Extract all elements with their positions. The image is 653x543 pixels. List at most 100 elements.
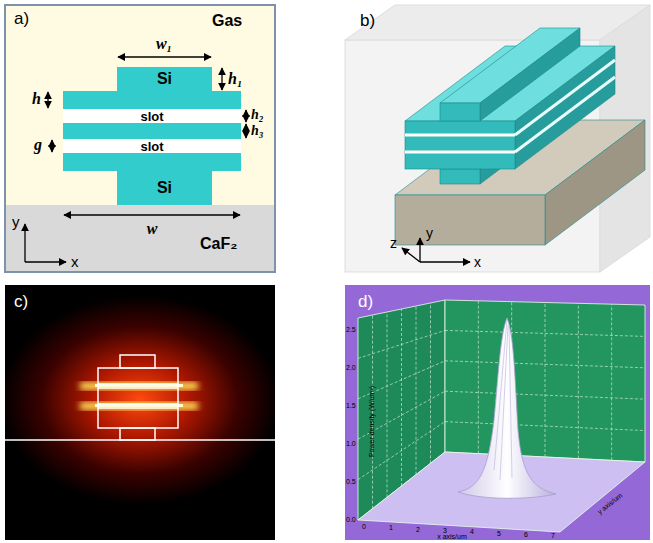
panel-d-shape-shape	[578, 303, 579, 458]
panel-a-shape	[63, 139, 241, 153]
panel-b-shape	[545, 120, 645, 245]
tick-label: 0.5	[346, 478, 356, 485]
tick-label: 0.0	[346, 516, 356, 523]
panel-a-shape-shape	[47, 92, 48, 108]
panel-d-shape-shape	[478, 301, 479, 454]
axes-b-shape	[420, 261, 470, 262]
panel-c-shape-shape	[98, 383, 178, 385]
axis-title: y axis/um	[596, 492, 624, 516]
panel-letter: b)	[360, 12, 375, 29]
panel-c	[5, 285, 275, 540]
panel-a-shape-shape	[64, 214, 240, 215]
tick-label: 1	[389, 524, 393, 531]
panel-d-shape-shape	[611, 304, 612, 460]
panel-d-shape-shape	[358, 330, 445, 358]
tick-label: 6	[524, 531, 528, 538]
panel-a-shape	[5, 5, 275, 205]
panel-d-shape-shape	[545, 303, 546, 458]
tick-label: 2.5	[346, 326, 356, 333]
panel-d-shape-shape	[445, 330, 645, 336]
layer-label: slot	[140, 140, 163, 153]
panel-c-shape-shape	[98, 407, 178, 409]
axis-title: Power density (W/um²)	[369, 386, 376, 457]
axis-label: x	[71, 254, 79, 269]
panel-b-shape	[515, 60, 615, 135]
tick-label: 4	[470, 528, 474, 535]
axis-label: z	[390, 236, 397, 250]
panel-d-shape-shape	[445, 422, 645, 431]
panel-b-shape	[405, 151, 515, 154]
panel-d-shape-shape	[445, 361, 645, 368]
panel-d-shape-shape	[430, 303, 431, 463]
panel-d-shape	[494, 320, 512, 480]
tick-label: 2	[416, 526, 420, 533]
dimension-label: w₁	[156, 36, 172, 52]
panel-a-shape-shape	[117, 67, 212, 91]
tick-label: 0	[362, 523, 366, 530]
dimension-label: h	[32, 91, 41, 107]
panel-a-shape-shape	[118, 56, 211, 57]
dimension-label: w	[147, 221, 158, 237]
tick-label: 5	[497, 530, 501, 537]
tick-label: 1.5	[346, 402, 356, 409]
panel-c-shape-shape	[98, 368, 178, 428]
dimension-label: h₃	[251, 124, 264, 138]
panel-d-shape	[445, 300, 645, 462]
panel-c-shape-shape	[120, 355, 155, 368]
panel-d-shape-shape	[401, 309, 402, 486]
dimension-label: h₁	[228, 71, 242, 87]
axes-b	[402, 238, 470, 262]
panel-a-shape-shape	[245, 110, 246, 122]
panel-a	[5, 5, 275, 272]
panel-a-shape-shape	[51, 140, 52, 152]
substrate-label: CaF₂	[200, 236, 237, 252]
panel-a-shape	[25, 224, 66, 262]
layer-label: Si	[157, 180, 172, 196]
axis-title: x axis/um	[437, 533, 467, 540]
panel-letter: d)	[358, 293, 373, 310]
panel-a-shape-shape	[117, 171, 212, 205]
panel-c-shape	[5, 295, 275, 505]
panel-a-shape-shape	[24, 224, 25, 262]
panel-a-shape-shape	[221, 68, 222, 90]
axis-label: y	[12, 214, 20, 229]
panel-b-shape	[405, 121, 515, 169]
panel-a-shape	[48, 57, 246, 215]
panel-a-shape-shape	[63, 91, 241, 109]
panel-a-shape	[5, 205, 275, 272]
panel-d	[345, 285, 650, 540]
panel-a-shape	[63, 109, 241, 123]
axis-label: y	[426, 226, 433, 240]
panel-c-shape	[95, 384, 183, 387]
panel-d-shape	[458, 318, 556, 498]
dimension-label: g	[34, 137, 42, 153]
medium-label: Gas	[212, 13, 242, 29]
panel-a-shape-shape	[25, 261, 66, 262]
panel-d-shape	[358, 301, 645, 509]
si-layer: Si	[117, 171, 212, 205]
tick-label: 1.0	[346, 440, 356, 447]
si-layer: Si	[117, 67, 212, 91]
panel-b-shape	[440, 103, 480, 121]
panel-c-shape	[95, 404, 183, 407]
axes-b-shape	[419, 238, 420, 262]
layer-label: slot	[140, 110, 163, 123]
panel-d-shape	[345, 285, 650, 540]
panel-a-shape-shape	[63, 123, 241, 139]
panel-c-shape	[5, 355, 275, 440]
dimension-label: h₂	[251, 108, 264, 122]
panel-b-shape	[515, 77, 615, 152]
layer-label: Si	[157, 71, 172, 87]
panel-d-shape-shape	[387, 312, 388, 497]
panel-d-shape-shape	[445, 391, 645, 399]
panel-b-shape	[440, 169, 480, 184]
panel-a-shape-shape	[245, 124, 246, 138]
panel-letter: c)	[14, 293, 28, 310]
panel-c-shape-shape	[120, 428, 155, 440]
slot-region: slot	[63, 109, 241, 123]
panel-a-shape	[63, 67, 241, 205]
panel-b	[345, 5, 650, 272]
panel-c-shape-shape	[5, 439, 275, 441]
panel-b-shape	[345, 5, 650, 40]
